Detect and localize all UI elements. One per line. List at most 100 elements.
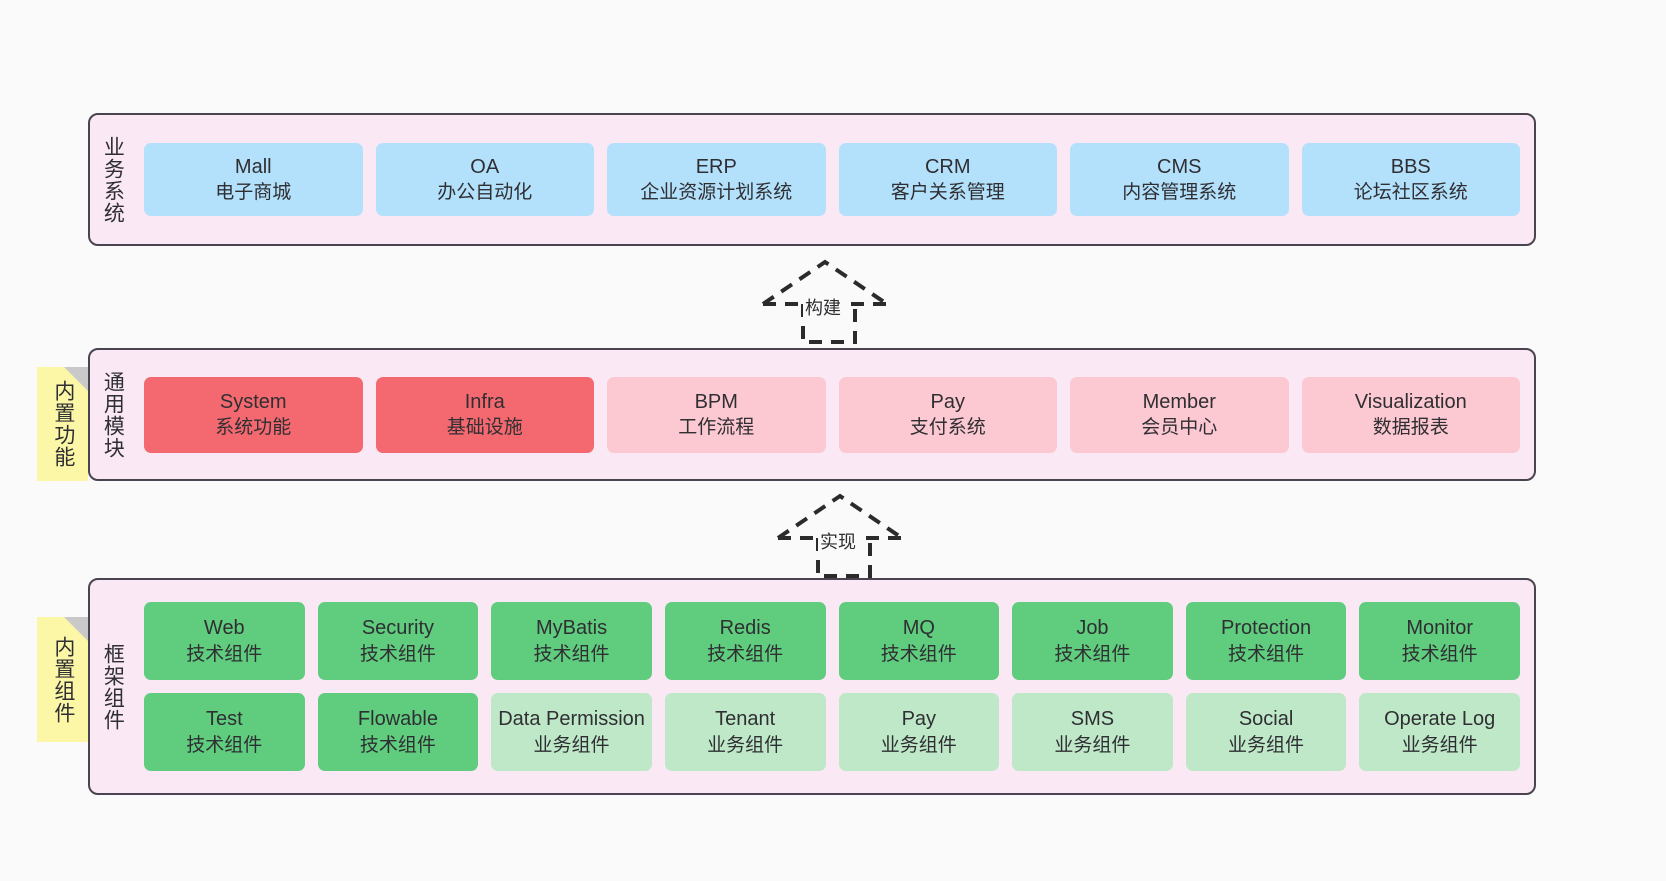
node-title: Test bbox=[205, 708, 243, 731]
node-sms[interactable]: SMS 业务组件 bbox=[1012, 693, 1173, 771]
node-title: Flowable bbox=[357, 708, 438, 731]
arrow-head-triangle bbox=[761, 259, 889, 306]
node-title: Data Permission bbox=[498, 708, 645, 731]
node-title: Job bbox=[1076, 617, 1109, 640]
node-title: Redis bbox=[719, 617, 771, 640]
arrow-head-triangle bbox=[776, 493, 904, 540]
node-subtitle: 技术组件 bbox=[1228, 643, 1305, 665]
node-web[interactable]: Web 技术组件 bbox=[144, 602, 305, 680]
connector-implement: 实现 bbox=[770, 490, 920, 580]
node-pay-module[interactable]: Pay 支付系统 bbox=[838, 376, 1057, 453]
note-label: 内置功能 bbox=[51, 380, 75, 468]
layer-framework-component[interactable]: 框架组件 Web 技术组件 Security 技术组件 MyBatis 技术组件… bbox=[88, 578, 1536, 795]
node-monitor[interactable]: Monitor 技术组件 bbox=[1359, 602, 1520, 680]
layer-body-business-system: Mall 电子商城 OA 办公自动化 ERP 企业资源计划系统 CRM 客户关系… bbox=[134, 115, 1534, 244]
node-system[interactable]: System 系统功能 bbox=[144, 376, 363, 453]
node-title: Web bbox=[203, 617, 245, 640]
node-subtitle: 业务组件 bbox=[1054, 734, 1131, 756]
node-subtitle: 技术组件 bbox=[880, 643, 957, 665]
node-crm[interactable]: CRM 客户关系管理 bbox=[838, 143, 1057, 216]
layer-title-business-system: 业务系统 bbox=[101, 135, 125, 224]
node-title: Infra bbox=[464, 390, 505, 413]
node-subtitle: 业务组件 bbox=[1228, 734, 1305, 756]
node-title: Monitor bbox=[1406, 617, 1474, 640]
node-subtitle: 客户关系管理 bbox=[890, 182, 1005, 204]
node-row: System 系统功能 Infra 基础设施 BPM 工作流程 Pay 支付系统… bbox=[144, 376, 1520, 453]
node-subtitle: 办公自动化 bbox=[437, 182, 533, 204]
node-member[interactable]: Member 会员中心 bbox=[1070, 376, 1289, 453]
node-protection[interactable]: Protection 技术组件 bbox=[1185, 602, 1347, 680]
node-subtitle: 业务组件 bbox=[880, 734, 957, 756]
node-subtitle: 支付系统 bbox=[909, 417, 986, 439]
node-title: Pay bbox=[930, 390, 965, 413]
node-title: BPM bbox=[694, 390, 738, 413]
node-subtitle: 基础设施 bbox=[446, 417, 523, 439]
node-operate-log[interactable]: Operate Log 业务组件 bbox=[1359, 693, 1520, 771]
node-title: MQ bbox=[902, 617, 935, 640]
layer-body-framework-component: Web 技术组件 Security 技术组件 MyBatis 技术组件 Redi… bbox=[134, 580, 1534, 793]
node-redis[interactable]: Redis 技术组件 bbox=[664, 602, 826, 680]
node-mybatis[interactable]: MyBatis 技术组件 bbox=[491, 602, 652, 680]
node-social[interactable]: Social 业务组件 bbox=[1185, 693, 1347, 771]
note-builtin-components[interactable]: 内置组件 bbox=[37, 617, 88, 742]
node-title: Protection bbox=[1221, 617, 1312, 640]
node-subtitle: 技术组件 bbox=[359, 734, 436, 756]
layer-business-system[interactable]: 业务系统 Mall 电子商城 OA 办公自动化 ERP 企业资源计划系统 CRM… bbox=[88, 113, 1536, 246]
node-bbs[interactable]: BBS 论坛社区系统 bbox=[1301, 143, 1520, 216]
node-title: Visualization bbox=[1354, 390, 1467, 413]
node-title: Member bbox=[1142, 390, 1216, 413]
connector-build: 构建 bbox=[755, 256, 905, 346]
note-fold-corner-icon bbox=[64, 617, 88, 641]
node-title: OA bbox=[470, 155, 500, 178]
note-label: 内置组件 bbox=[51, 635, 75, 724]
node-tenant[interactable]: Tenant 业务组件 bbox=[664, 693, 826, 771]
node-security[interactable]: Security 技术组件 bbox=[317, 602, 479, 680]
node-row: Test 技术组件 Flowable 技术组件 Data Permission … bbox=[144, 693, 1520, 771]
node-subtitle: 技术组件 bbox=[533, 643, 610, 665]
node-mall[interactable]: Mall 电子商城 bbox=[144, 143, 363, 216]
node-row: Mall 电子商城 OA 办公自动化 ERP 企业资源计划系统 CRM 客户关系… bbox=[144, 143, 1520, 216]
layer-common-module[interactable]: 通用模块 System 系统功能 Infra 基础设施 BPM 工作流程 Pay… bbox=[88, 348, 1536, 481]
node-title: CMS bbox=[1157, 155, 1202, 178]
node-subtitle: 数据报表 bbox=[1372, 417, 1449, 439]
layer-title-framework-component: 框架组件 bbox=[101, 642, 125, 731]
node-title: Security bbox=[361, 617, 435, 640]
node-cms[interactable]: CMS 内容管理系统 bbox=[1070, 143, 1289, 216]
layer-body-common-module: System 系统功能 Infra 基础设施 BPM 工作流程 Pay 支付系统… bbox=[134, 350, 1534, 479]
node-visualization[interactable]: Visualization 数据报表 bbox=[1301, 376, 1520, 453]
node-subtitle: 技术组件 bbox=[1054, 643, 1131, 665]
node-subtitle: 工作流程 bbox=[678, 417, 755, 439]
node-title: SMS bbox=[1070, 708, 1115, 731]
note-builtin-features[interactable]: 内置功能 bbox=[37, 367, 88, 481]
node-subtitle: 系统功能 bbox=[215, 417, 292, 439]
layer-title-common-module: 通用模块 bbox=[101, 370, 125, 459]
node-title: Tenant bbox=[715, 708, 776, 731]
node-subtitle: 电子商城 bbox=[215, 182, 292, 204]
node-infra[interactable]: Infra 基础设施 bbox=[375, 376, 594, 453]
node-title: CRM bbox=[924, 155, 971, 178]
node-pay-component[interactable]: Pay 业务组件 bbox=[838, 693, 1000, 771]
node-data-permission[interactable]: Data Permission 业务组件 bbox=[491, 693, 652, 771]
node-row: Web 技术组件 Security 技术组件 MyBatis 技术组件 Redi… bbox=[144, 602, 1520, 680]
node-flowable[interactable]: Flowable 技术组件 bbox=[317, 693, 479, 771]
node-subtitle: 业务组件 bbox=[533, 734, 610, 756]
node-subtitle: 技术组件 bbox=[359, 643, 436, 665]
node-subtitle: 业务组件 bbox=[1401, 734, 1478, 756]
node-title: Pay bbox=[901, 708, 937, 731]
node-erp[interactable]: ERP 企业资源计划系统 bbox=[607, 143, 826, 216]
connector-label-implement: 实现 bbox=[818, 528, 858, 554]
node-subtitle: 企业资源计划系统 bbox=[640, 182, 793, 204]
node-job[interactable]: Job 技术组件 bbox=[1012, 602, 1173, 680]
node-test[interactable]: Test 技术组件 bbox=[144, 693, 305, 771]
node-title: Social bbox=[1238, 708, 1294, 731]
node-subtitle: 业务组件 bbox=[707, 734, 784, 756]
node-subtitle: 技术组件 bbox=[186, 643, 263, 665]
node-subtitle: 技术组件 bbox=[186, 734, 263, 756]
node-title: Mall bbox=[234, 155, 272, 178]
node-title: MyBatis bbox=[536, 617, 608, 640]
node-oa[interactable]: OA 办公自动化 bbox=[375, 143, 594, 216]
node-subtitle: 技术组件 bbox=[1401, 643, 1478, 665]
node-mq[interactable]: MQ 技术组件 bbox=[838, 602, 1000, 680]
node-bpm[interactable]: BPM 工作流程 bbox=[607, 376, 826, 453]
